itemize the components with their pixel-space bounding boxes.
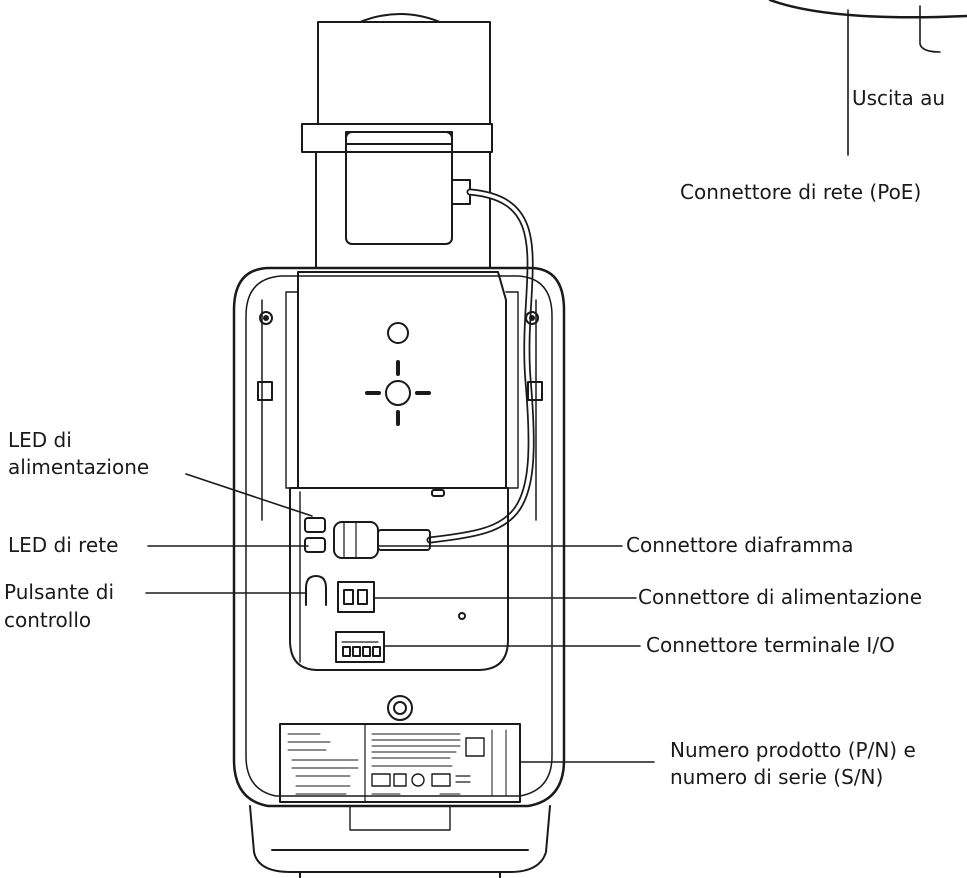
label-audio-out: Uscita au <box>852 86 945 110</box>
label-power-led-1: LED di <box>8 428 72 452</box>
label-product-number-2: numero di serie (S/N) <box>670 765 884 789</box>
label-control-button-1: Pulsante di <box>4 580 115 604</box>
label-power-connector: Connettore di alimentazione <box>638 585 923 609</box>
label-network-connector: Connettore di rete (PoE) <box>680 180 922 204</box>
label-power-led-2: alimentazione <box>8 455 150 479</box>
label-network-led: LED di rete <box>8 533 119 557</box>
label-product-number-1: Numero prodotto (P/N) e <box>670 738 916 762</box>
connector-panel <box>289 487 509 721</box>
leader-lines <box>145 473 655 763</box>
dome-fragment <box>768 0 967 156</box>
label-iris-connector: Connettore diaframma <box>626 533 854 557</box>
mounting-plate <box>285 271 519 497</box>
label-io-terminal-connector: Connettore terminale I/O <box>646 633 895 657</box>
product-label <box>279 723 521 803</box>
lens-housing <box>301 13 535 544</box>
leader-power-led <box>185 473 313 517</box>
label-control-button-2: controllo <box>4 608 92 632</box>
